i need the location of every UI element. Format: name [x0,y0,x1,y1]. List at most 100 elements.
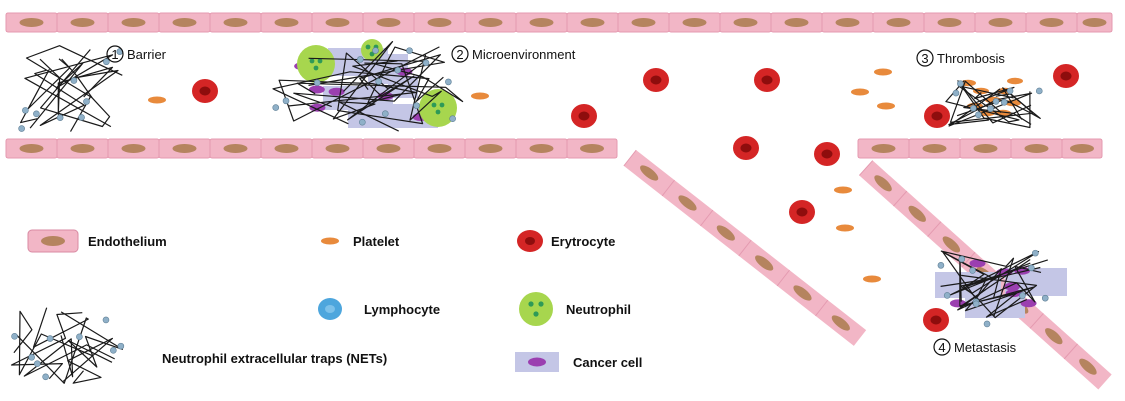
net-node [375,78,382,85]
endothelium-nucleus [19,144,44,153]
endothelium-nucleus [223,144,248,153]
neutrophil-granule-icon [533,311,539,317]
endothelium-nucleus [1079,358,1097,375]
endothelium-nucleus [871,144,896,153]
legend: Endothelium Platelet Erytrocyte Lymphocy… [10,229,642,384]
net-node [272,104,280,111]
erythrocyte-center [650,75,662,85]
endothelium-nucleus [223,18,248,27]
net-strand [15,307,89,384]
legend-item-lymphocyte: Lymphocyte [318,298,440,320]
endothelium-nucleus [733,18,758,27]
legend-item-nets: Neutrophil extracellular traps (NETs) [10,307,387,384]
legend-item-endothelium: Endothelium [27,229,167,253]
net-strand [272,71,444,125]
endothelium-nucleus [70,144,95,153]
neutrophil [419,89,457,127]
event-number: 3 [921,51,928,66]
net-node [975,111,982,119]
endothelium-nucleus [478,144,503,153]
event-label-microenvironment: Microenvironment [472,47,576,62]
net-strand [949,80,1034,123]
net-node [117,342,125,350]
cancer-nucleus [309,103,326,112]
endothelium-cell [738,239,752,257]
endothelium-nucleus [874,175,892,192]
endothelium-nucleus [835,18,860,27]
neutrophil-granule-icon [528,301,534,307]
net-node [1028,264,1035,272]
net-node [958,255,966,263]
endothelium-cell [1076,12,1113,33]
endothelium-nucleus-icon [41,236,65,246]
erythrocyte-center [931,111,943,121]
endothelium-nucleus [172,18,197,27]
endothelium-nucleus [580,18,605,27]
platelet-icon [321,237,339,245]
endothelium-wall [6,13,1112,32]
net-node [33,110,40,118]
cancer-nucleus [969,259,986,268]
net-node [357,56,364,63]
legend-item-neutrophil: Neutrophil [519,292,631,326]
endothelium-nucleus [580,144,604,153]
endothelium-nucleus [922,144,947,153]
net-strand [940,250,1015,317]
event-number-circle [451,45,469,63]
endothelium-nucleus [376,144,401,153]
endothelium-nucleus [325,144,350,153]
nets-legend-cluster [10,307,125,384]
endothelium-cell [815,299,829,317]
endothelium-cell [927,221,942,237]
nets-clusters [18,39,1067,328]
platelet [877,102,895,110]
endothelium-nucleus [988,18,1013,27]
net-node [11,333,18,340]
legend-item-platelet: Platelet [321,234,400,249]
event-label-1: 1 Barrier [106,45,167,63]
net-strand [296,63,464,103]
net-node [394,66,402,74]
endothelium-nucleus [274,144,299,153]
endothelium-cell [661,179,675,197]
net-node [1000,99,1008,106]
endothelium-nucleus [631,18,656,27]
cancer-nucleus-icon [528,357,546,367]
net-strand [23,335,115,378]
net-node [987,105,994,113]
vessel-cells [148,64,1079,332]
endothelium-nucleus [325,18,350,27]
endothelium-nucleus [274,18,299,27]
endothelium-nucleus [427,144,452,153]
erythrocyte-center [796,207,808,217]
neutrophil-granule-icon [538,301,544,307]
net-node [83,98,90,105]
erythrocyte-center [199,86,211,96]
net-node [445,78,452,86]
event-label-metastasis: Metastasis [954,340,1017,355]
endothelium-nucleus [793,285,812,301]
erythrocyte-center [578,111,590,121]
cancer-nucleus [328,87,345,96]
net-strand [942,251,987,306]
endothelium-cell [776,269,790,287]
event-label-2: 2 Microenvironment [451,45,576,63]
net-strand [352,54,442,121]
cancer-nucleus [1004,282,1021,291]
net-node [28,353,35,361]
legend-label: Lymphocyte [364,302,440,317]
nets-icon [10,307,125,384]
neutrophil-granule [309,58,315,64]
neutrophil-granule [317,58,323,64]
endothelium-nucleus [376,18,401,27]
net-node [1032,249,1039,257]
platelet [834,186,852,194]
event-label-4: 4 Metastasis [933,338,1017,356]
endothelium-nucleus [529,144,554,153]
endothelium-cell [1029,313,1044,329]
event-number-circle [933,338,951,356]
event-label-thrombosis: Thrombosis [937,51,1005,66]
net-strand [957,80,1032,129]
nets-thrombosis [945,77,1043,129]
platelet [836,224,854,232]
